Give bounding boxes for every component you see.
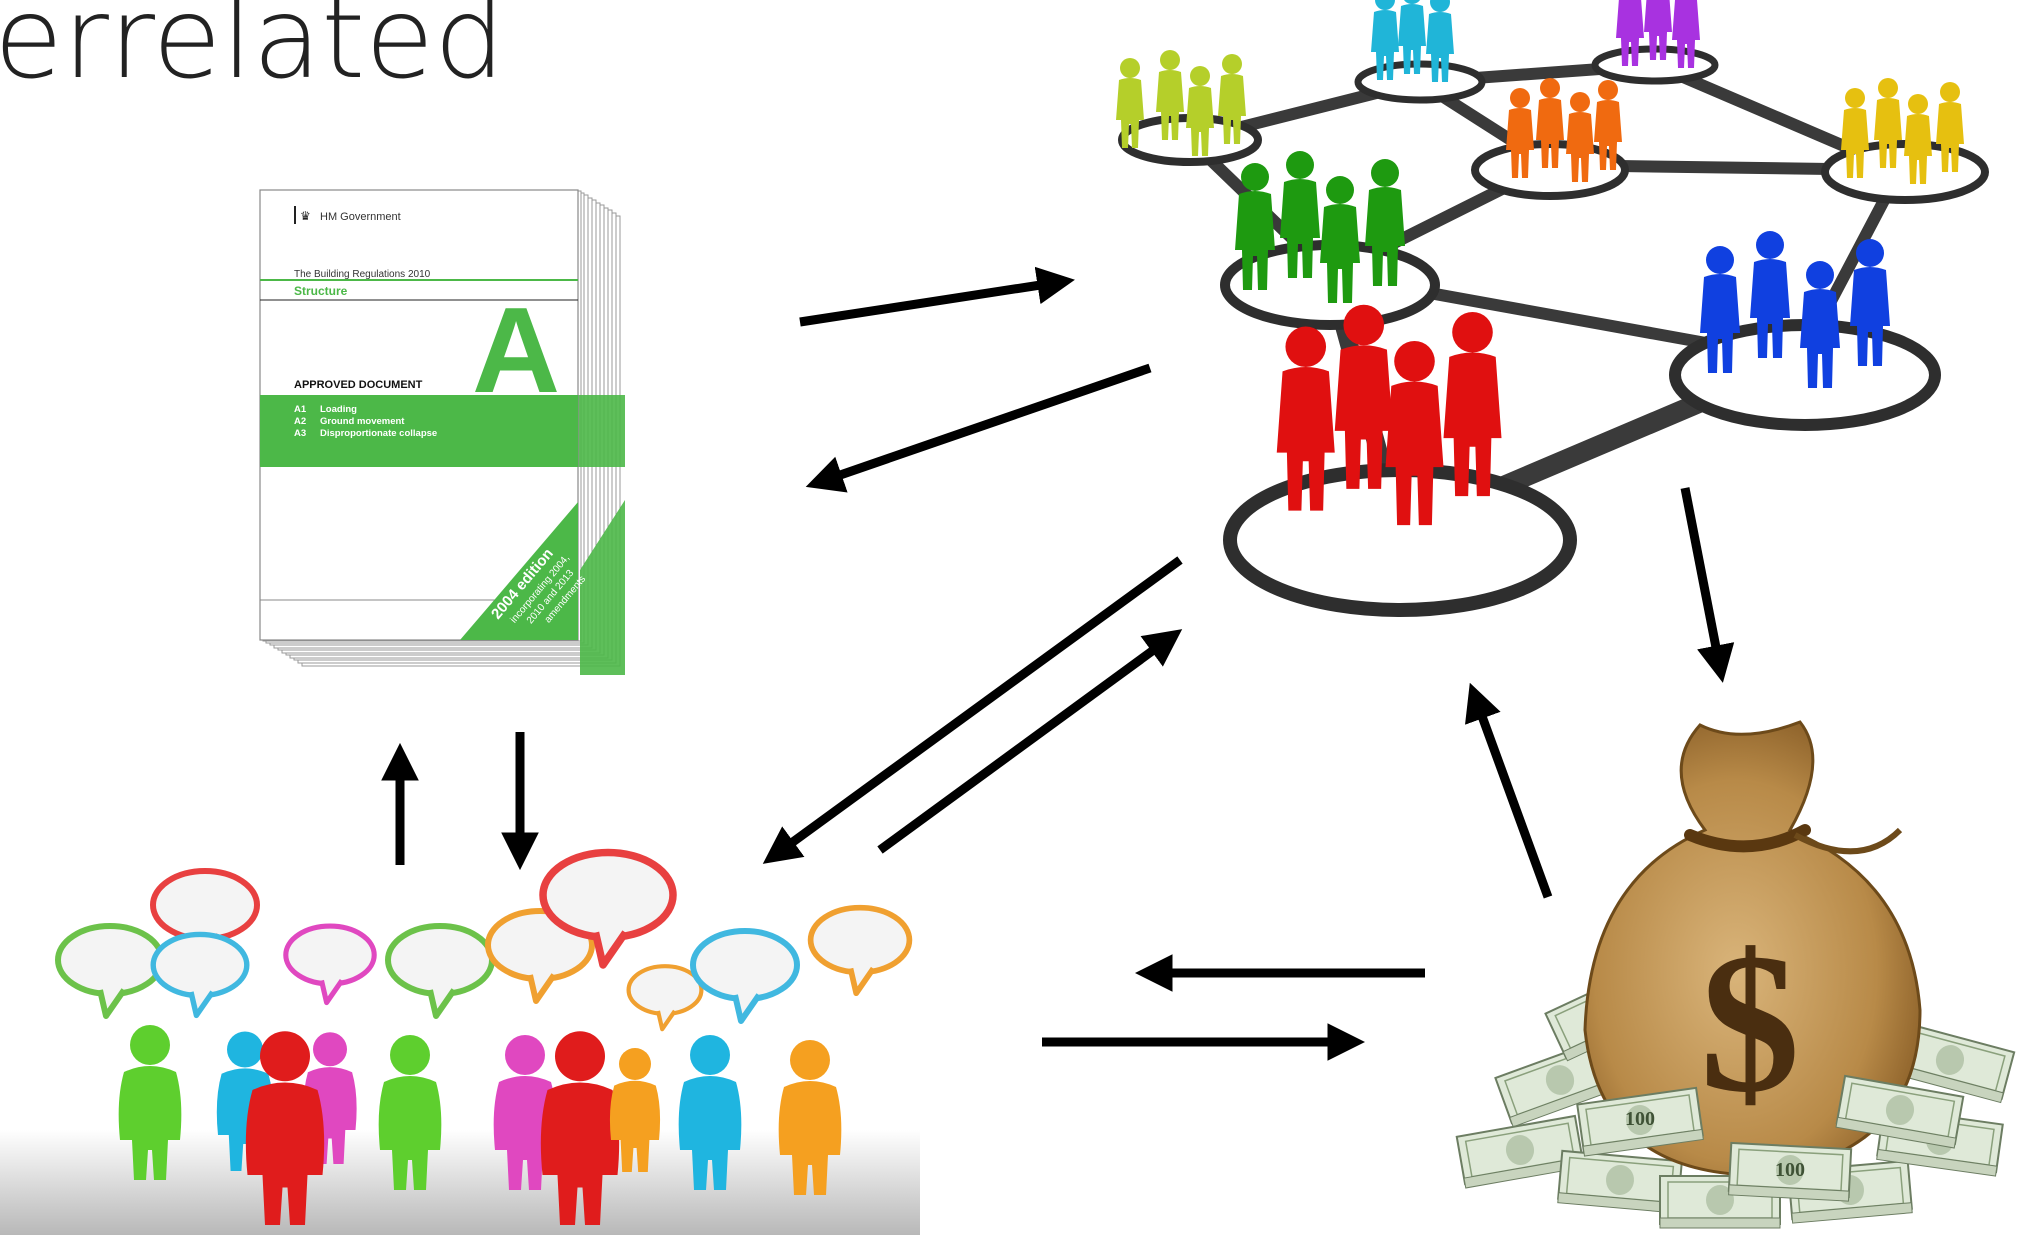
approved-document-stack: ♛ HM Government The Building Regulations… [259, 189, 625, 675]
document-letter: A [472, 282, 560, 418]
part-code: A3 [294, 428, 306, 439]
document-type-label: APPROVED DOCUMENT [294, 379, 423, 391]
speech-bubbles [58, 853, 909, 1030]
crest-icon: ♛ [300, 209, 311, 223]
people-network-illustration [1116, 0, 1989, 617]
part-name: Disproportionate collapse [320, 428, 437, 439]
dollar-icon: $ [1700, 913, 1800, 1134]
bill-value-label: 100 [1625, 1108, 1655, 1130]
part-name: Loading [320, 404, 357, 415]
money-bag-illustration: $ 100 100 [1455, 720, 2016, 1229]
slide-title: errelated [0, 0, 506, 104]
arrow-people-to-network [877, 629, 1183, 854]
bill-value-label: 100 [1775, 1159, 1805, 1181]
part-name: Ground movement [320, 416, 405, 427]
part-code: A2 [294, 416, 306, 427]
cover-page: ♛ HM Government The Building Regulations… [259, 189, 588, 641]
subject-label: Structure [294, 284, 348, 298]
money-bag: $ [1583, 720, 1922, 1177]
talking-people-illustration [0, 835, 920, 1235]
arrow-document-to-network [799, 266, 1075, 327]
publisher-label: HM Government [320, 211, 401, 223]
regulations-label: The Building Regulations 2010 [294, 269, 431, 280]
part-code: A1 [294, 404, 307, 415]
